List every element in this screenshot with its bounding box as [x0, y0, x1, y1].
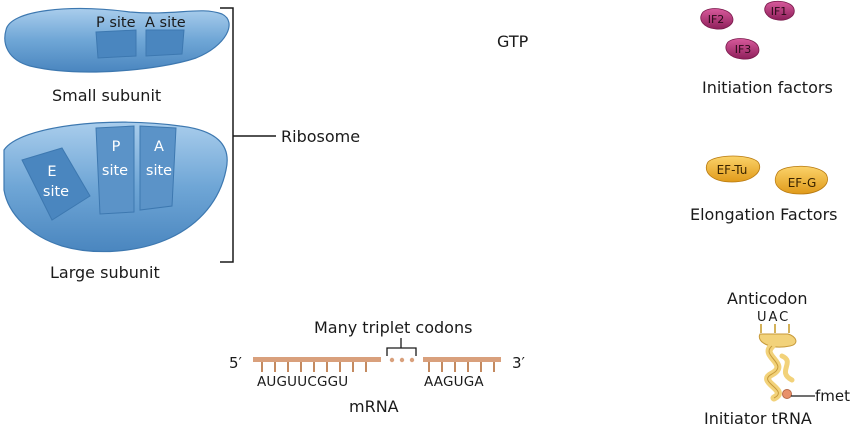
large-a-site-label-line2: site [146, 163, 172, 179]
elongation-factors: EF-Tu EF-G [706, 155, 828, 195]
gtp-label: GTP [497, 32, 529, 51]
anticodon-bases [760, 324, 790, 333]
initiation-factors-label: Initiation factors [702, 78, 833, 97]
ef-tu-label: EF-Tu [717, 163, 748, 177]
ef-g-label: EF-G [788, 176, 817, 190]
mrna-right-sequence: AAGUGA [424, 374, 484, 390]
initiation-factors: IF2 IF1 IF3 [700, 0, 795, 60]
ef-tu-protein: EF-Tu [706, 155, 760, 183]
if2-protein: IF2 [700, 8, 734, 30]
if3-label: IF3 [735, 43, 752, 56]
initiator-trna [758, 324, 815, 402]
small-a-site-label: A site [145, 15, 186, 31]
large-subunit: E site P site A site [3, 121, 228, 253]
mrna-ellipsis-dots [389, 357, 415, 363]
fmet-label: fmet [815, 387, 850, 405]
mrna-left-sequence: AUGUUCGGU [257, 374, 348, 390]
mrna-3-prime-label: 3′ [512, 354, 526, 372]
if2-label: IF2 [708, 13, 725, 26]
codons-label: Many triplet codons [314, 318, 472, 337]
large-e-site-label-line1: E [47, 164, 56, 180]
codons-bracket [386, 338, 417, 356]
mrna-bases-left [261, 362, 367, 372]
large-subunit-label: Large subunit [50, 263, 160, 282]
mrna-backbone-right [423, 357, 501, 362]
large-p-site-label-line1: P [112, 139, 121, 155]
mrna-5-prime-label: 5′ [229, 354, 243, 372]
mrna-strand: 5′ AUGUUCGGU AAGUGA 3′ [229, 354, 526, 390]
mrna-backbone-left [253, 357, 381, 362]
mrna-label: mRNA [349, 397, 399, 416]
large-p-site-label-line2: site [102, 163, 128, 179]
initiator-trna-label: Initiator tRNA [704, 409, 812, 426]
large-a-site-label-line1: A [154, 139, 164, 155]
ef-g-protein: EF-G [774, 165, 828, 195]
mrna-bases-right [428, 362, 495, 372]
small-p-site-label: P site [96, 15, 136, 31]
if1-label: IF1 [771, 5, 788, 18]
if1-protein: IF1 [764, 0, 795, 21]
small-subunit-label: Small subunit [52, 86, 161, 105]
large-e-site-label-line2: site [43, 184, 69, 200]
anticodon-label: Anticodon [727, 289, 807, 308]
ribosome-bracket [220, 7, 276, 263]
anticodon-sequence: UAC [757, 310, 790, 325]
fmet-amino-acid [782, 389, 792, 399]
small-subunit: P site A site [4, 8, 230, 73]
elongation-factors-label: Elongation Factors [690, 205, 838, 224]
ribosome-label: Ribosome [281, 127, 360, 146]
if3-protein: IF3 [725, 38, 760, 60]
